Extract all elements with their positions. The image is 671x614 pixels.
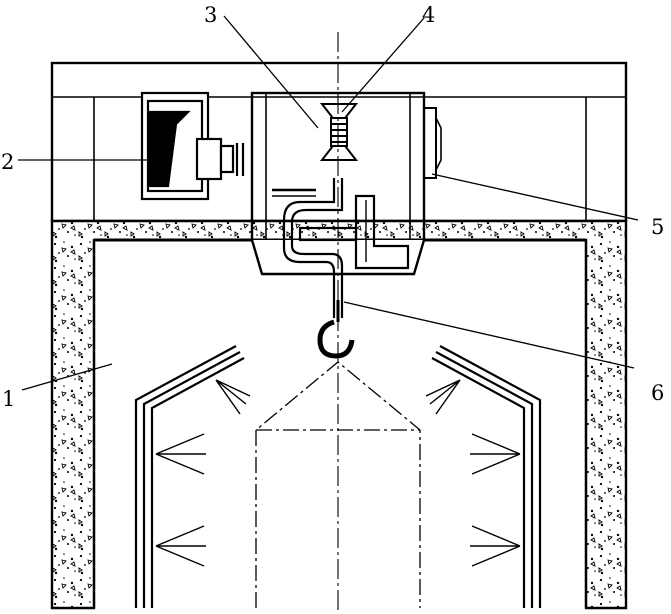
label-2: 2 <box>1 150 14 174</box>
heating-element-right <box>431 345 542 608</box>
label-6: 6 <box>651 381 664 405</box>
hanger-mechanism <box>282 178 410 318</box>
callout-labels: 1 2 3 4 5 6 <box>1 3 664 411</box>
motor <box>140 91 245 201</box>
radiation-arrows-left <box>155 379 251 567</box>
leader-line-5 <box>431 173 639 221</box>
workpiece-outline <box>255 361 421 608</box>
leader-lines <box>18 15 639 391</box>
leader-line-3 <box>223 15 319 129</box>
heating-element-left <box>134 345 245 608</box>
furnace-chamber <box>92 240 588 608</box>
pulley-wheel <box>319 103 359 161</box>
leader-line-1 <box>21 363 113 391</box>
label-5: 5 <box>651 215 664 239</box>
leader-line-4 <box>341 17 425 113</box>
leader-line-6 <box>343 301 635 369</box>
label-4: 4 <box>422 3 435 27</box>
hook <box>317 300 355 359</box>
radiation-arrows-right <box>425 379 521 567</box>
label-1: 1 <box>2 387 15 411</box>
label-3: 3 <box>204 3 217 27</box>
